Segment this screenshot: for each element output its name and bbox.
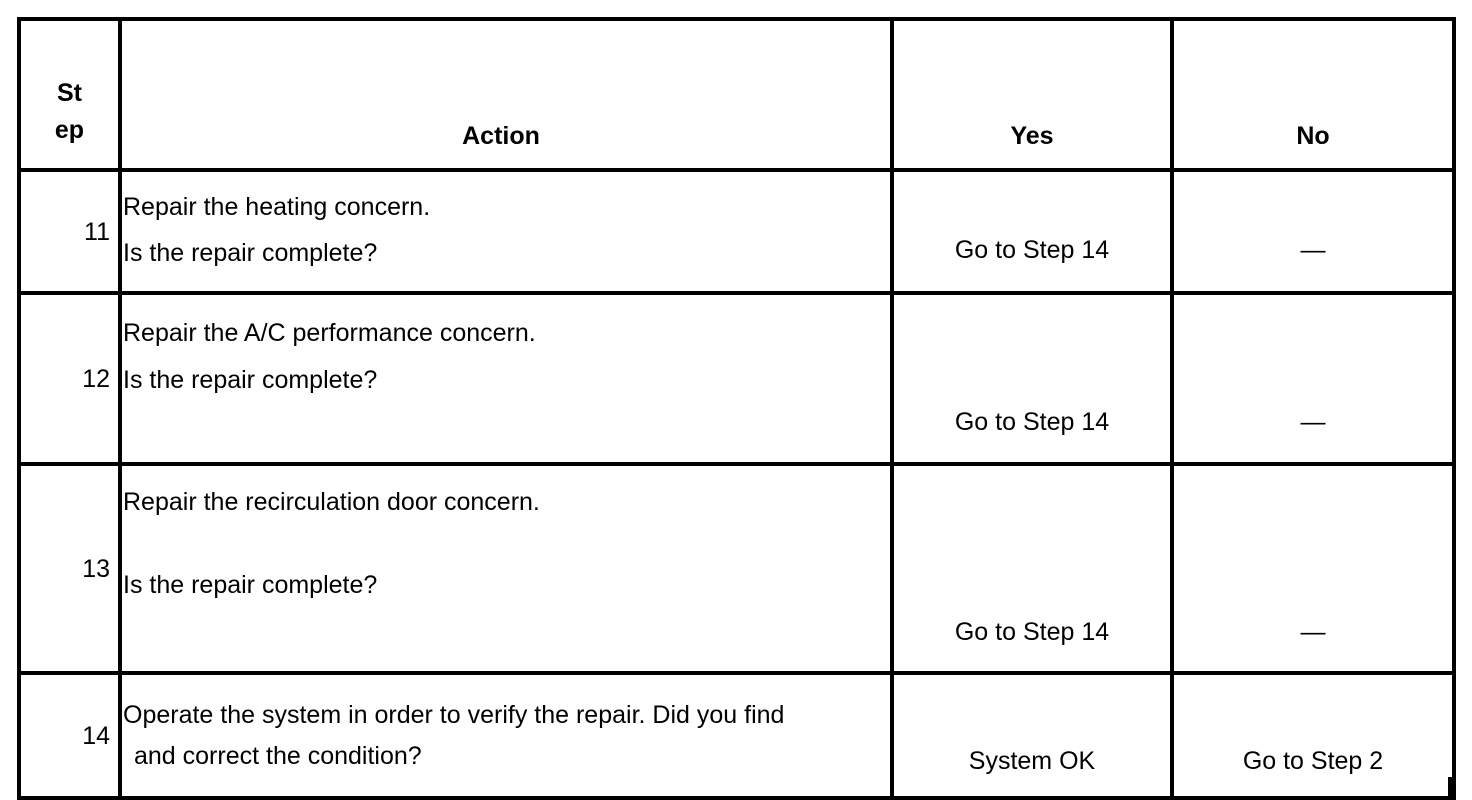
table-row: 11 Repair the heating concern. Is the re… (17, 168, 1456, 295)
column-header-step-line2: ep (54, 116, 85, 144)
yes-cell: Go to Step 14 (890, 291, 1174, 466)
column-header-yes: Yes (890, 17, 1174, 172)
table-header-row: St ep Action Yes No (17, 17, 1456, 172)
table-continuation-rule-left (17, 777, 21, 800)
yes-cell: Go to Step 14 (890, 168, 1174, 295)
step-number-cell: 14 (17, 671, 122, 800)
column-header-yes-text: Yes (1010, 122, 1054, 150)
column-header-no-text: No (1296, 122, 1330, 150)
table-row: 12 Repair the A/C performance concern. I… (17, 291, 1456, 466)
action-line-2: Is the repair complete? (123, 366, 378, 394)
step-number: 13 (82, 555, 110, 583)
table-continuation-rule-right (1448, 777, 1452, 800)
column-header-step-line1: St (57, 79, 82, 107)
table-continuation-rule-action (890, 777, 894, 800)
action-cell: Repair the heating concern. Is the repai… (118, 168, 894, 295)
step-number-cell: 12 (17, 291, 122, 466)
table-row: 14 Operate the system in order to verify… (17, 671, 1456, 800)
action-line-1: Repair the recirculation door concern. (123, 488, 540, 516)
no-value: — (1300, 618, 1326, 646)
no-value: — (1300, 236, 1326, 264)
column-header-action: Action (118, 17, 894, 172)
yes-cell: System OK (890, 671, 1174, 800)
table-continuation-rule-step (118, 777, 122, 800)
no-cell: — (1170, 462, 1456, 675)
column-header-step-text: St ep (21, 75, 118, 149)
no-value: Go to Step 2 (1242, 747, 1384, 775)
action-cell: Repair the A/C performance concern. Is t… (118, 291, 894, 466)
step-number-cell: 11 (17, 168, 122, 295)
action-line-2: Is the repair complete? (123, 239, 378, 267)
yes-value: System OK (968, 747, 1096, 775)
no-cell: — (1170, 168, 1456, 295)
column-header-action-text: Action (462, 122, 540, 150)
yes-value: Go to Step 14 (954, 408, 1110, 436)
step-number: 14 (82, 722, 110, 750)
column-header-step: St ep (17, 17, 122, 172)
table-row: 13 Repair the recirculation door concern… (17, 462, 1456, 675)
action-line-2: and correct the condition? (134, 742, 422, 770)
no-cell: Go to Step 2 (1170, 671, 1456, 800)
diagnostic-step-table: St ep Action Yes No 11 (17, 17, 1456, 800)
action-cell: Operate the system in order to verify th… (118, 671, 894, 800)
action-cell: Repair the recirculation door concern. I… (118, 462, 894, 675)
action-line-1: Repair the heating concern. (123, 193, 431, 221)
action-line-1: Operate the system in order to verify th… (123, 701, 785, 729)
no-value: — (1300, 408, 1326, 436)
no-cell: — (1170, 291, 1456, 466)
column-header-no: No (1170, 17, 1456, 172)
yes-value: Go to Step 14 (954, 236, 1110, 264)
step-number: 12 (82, 365, 110, 393)
step-number-cell: 13 (17, 462, 122, 675)
action-line-2: Is the repair complete? (123, 571, 378, 599)
action-line-1: Repair the A/C performance concern. (123, 319, 536, 347)
yes-value: Go to Step 14 (954, 618, 1110, 646)
yes-cell: Go to Step 14 (890, 462, 1174, 675)
step-number: 11 (84, 218, 110, 246)
table-continuation-rule-yes (1170, 777, 1174, 800)
